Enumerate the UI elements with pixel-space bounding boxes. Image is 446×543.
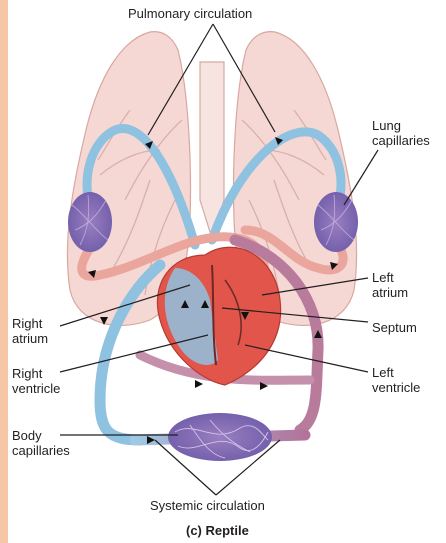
label-systemic-circulation: Systemic circulation bbox=[150, 498, 265, 513]
leader-left-ventricle bbox=[245, 345, 368, 372]
label-body-capillaries: Body capillaries bbox=[12, 428, 70, 458]
label-left-ventricle: Left ventricle bbox=[372, 365, 420, 395]
figure-caption: (c) Reptile bbox=[186, 523, 249, 538]
leader-lung-capillaries bbox=[344, 150, 378, 205]
body-capillary-bed bbox=[168, 413, 272, 461]
label-pulmonary-circulation: Pulmonary circulation bbox=[128, 6, 252, 21]
label-septum: Septum bbox=[372, 320, 417, 335]
trachea bbox=[200, 62, 224, 232]
label-lung-capillaries: Lung capillaries bbox=[372, 118, 430, 148]
label-left-atrium: Left atrium bbox=[372, 270, 408, 300]
label-right-ventricle: Right ventricle bbox=[12, 366, 60, 396]
label-right-atrium: Right atrium bbox=[12, 316, 48, 346]
